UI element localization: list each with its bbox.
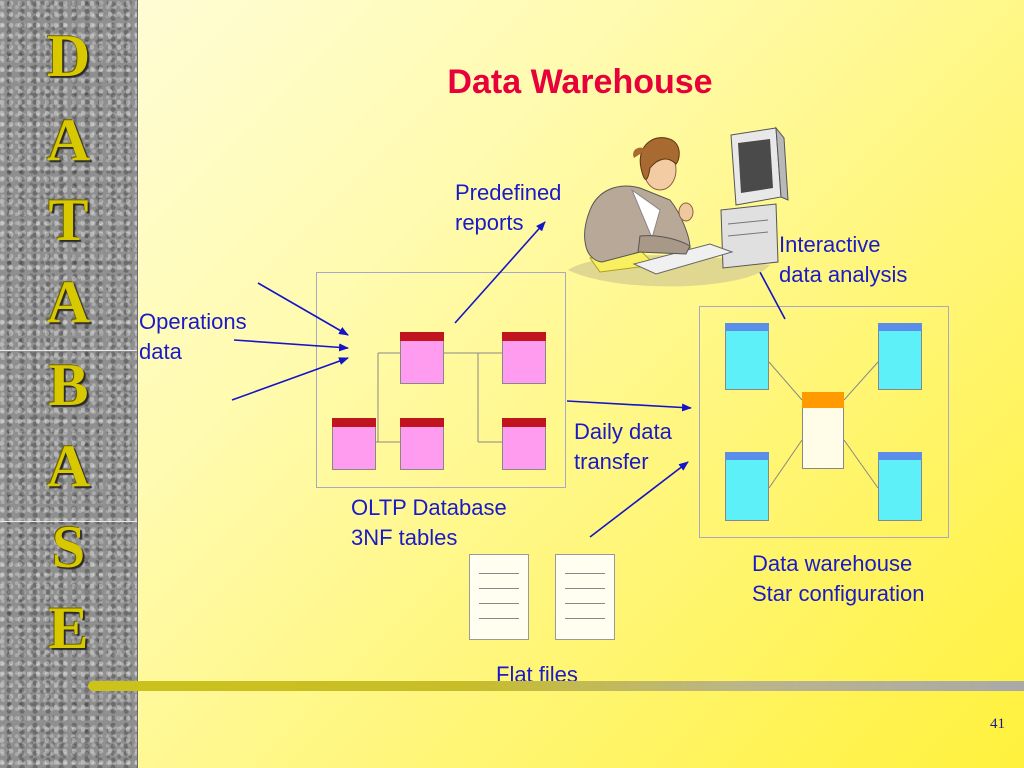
star-connectors [768,361,879,489]
sidebar: D A T A B A S E [0,0,138,768]
sidebar-letter: A [46,107,91,173]
daily-transfer-label: Daily data transfer [574,419,672,474]
operations-arrow [231,357,349,401]
oltp-connectors [376,352,502,443]
sidebar-divider [0,521,137,522]
dimension-table [725,323,769,390]
sidebar-letter: T [48,187,89,253]
data-warehouse-box [699,306,949,538]
sidebar-divider [0,350,137,351]
sidebar-letter: S [51,514,86,580]
predefined-reports-label: Predefined reports [455,180,562,235]
operations-arrow [233,339,349,352]
woman-at-computer-clipart [568,126,789,287]
fact-table [802,392,844,469]
oltp-table [400,332,444,384]
data-warehouse-label: Data warehouse Star configuration [752,551,925,606]
sidebar-letter: E [48,595,89,661]
flat-file-icon [469,554,529,640]
page-number: 41 [990,716,1005,732]
dimension-table [878,323,922,390]
sidebar-letter: A [46,433,91,499]
oltp-database-label: OLTP Database 3NF tables [351,495,507,550]
dimension-table [878,452,922,521]
sidebar-letter: B [48,352,89,418]
sidebar-letter: A [46,269,91,335]
oltp-table [502,332,546,384]
daily-transfer-arrow [566,400,692,412]
oltp-table [502,418,546,470]
slide-title: Data Warehouse [447,63,713,101]
oltp-table [332,418,376,470]
oltp-table [400,418,444,470]
oltp-database-box [316,272,566,488]
reports-arrow [454,221,546,324]
flow-arrows [231,221,786,538]
operations-arrow [257,282,349,336]
bottom-bar [93,681,1024,691]
interactive-analysis-label: Interactive data analysis [779,232,908,287]
flat-files-arrow [589,461,689,538]
dimension-table [725,452,769,521]
operations-data-label: Operations data [139,309,247,364]
sidebar-letter: D [46,23,91,89]
flat-file-icon [555,554,615,640]
